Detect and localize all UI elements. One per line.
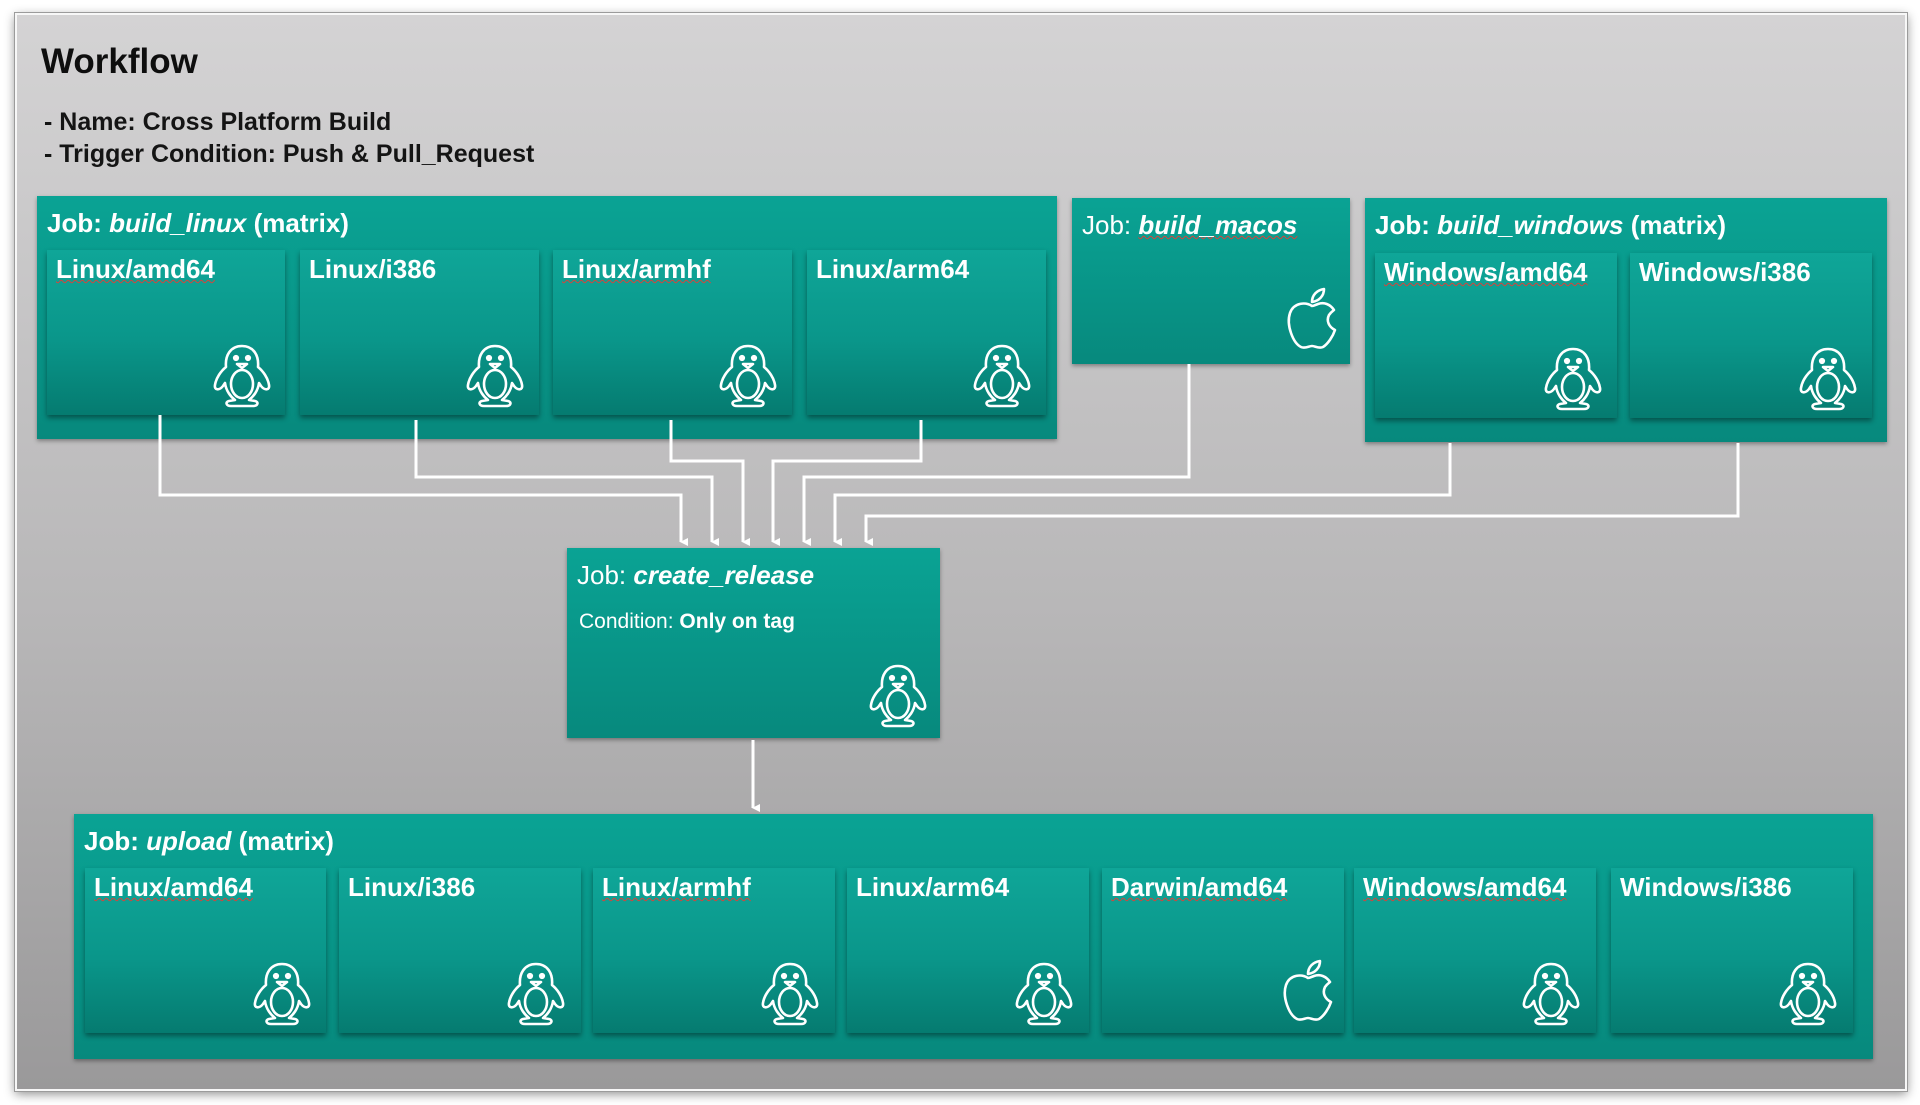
card-label: Linux/i386 bbox=[348, 872, 476, 902]
linux-penguin-icon bbox=[755, 958, 825, 1028]
linux-penguin-icon bbox=[713, 340, 783, 410]
apple-icon bbox=[1280, 958, 1336, 1024]
card-label: Linux/amd64 bbox=[56, 254, 215, 284]
linux-penguin-icon bbox=[863, 660, 933, 730]
linux-penguin-icon bbox=[1538, 343, 1608, 413]
linux-penguin-icon bbox=[1773, 958, 1843, 1028]
card-label: Linux/i386 bbox=[309, 254, 437, 284]
job-build-macos: Job: build_macos bbox=[1072, 198, 1350, 364]
connector-macos-to-release bbox=[802, 364, 1191, 546]
job-create-release: Job: create_release Condition: Only on t… bbox=[567, 548, 940, 738]
upload-linux-i386-card: Linux/i386 bbox=[339, 868, 581, 1033]
build-linux-arm64-card: Linux/arm64 bbox=[807, 250, 1046, 415]
connector-linux-i386-to-release bbox=[414, 420, 719, 546]
workflow-heading: Workflow bbox=[41, 42, 198, 81]
card-label: Linux/armhf bbox=[602, 872, 751, 902]
build-windows-i386-card: Windows/i386 bbox=[1630, 253, 1872, 418]
card-label: Windows/i386 bbox=[1639, 257, 1811, 287]
build-linux-amd64-card: Linux/amd64 bbox=[47, 250, 285, 415]
linux-penguin-icon bbox=[967, 340, 1037, 410]
condition-label: Condition: bbox=[579, 610, 674, 633]
upload-linux-armhf-card: Linux/armhf bbox=[593, 868, 835, 1033]
upload-darwin-amd64-card: Darwin/amd64 bbox=[1102, 868, 1344, 1033]
job-build-windows-title: Job: build_windows (matrix) bbox=[1375, 210, 1727, 240]
linux-penguin-icon bbox=[247, 958, 317, 1028]
card-label: Linux/arm64 bbox=[856, 872, 1010, 902]
linux-penguin-icon bbox=[1793, 343, 1863, 413]
job-create-release-title: Job: create_release bbox=[577, 560, 815, 590]
workflow-trigger: - Trigger Condition: Push & Pull_Request bbox=[44, 140, 535, 168]
card-label: Darwin/amd64 bbox=[1111, 872, 1288, 902]
workflow-name: - Name: Cross Platform Build bbox=[44, 108, 392, 136]
job-build-linux-title: Job: build_linux (matrix) bbox=[47, 208, 349, 238]
linux-penguin-icon bbox=[1516, 958, 1586, 1028]
create-release-condition: Condition: Only on tag bbox=[579, 610, 795, 634]
job-build-macos-title: Job: build_macos bbox=[1082, 210, 1298, 240]
connector-linux-armhf-to-release bbox=[669, 420, 750, 546]
job-build-linux: Job: build_linux (matrix) Linux/amd64 Li… bbox=[37, 196, 1057, 439]
linux-penguin-icon bbox=[207, 340, 277, 410]
upload-linux-arm64-card: Linux/arm64 bbox=[847, 868, 1089, 1033]
job-build-windows: Job: build_windows (matrix) Windows/amd6… bbox=[1365, 198, 1887, 442]
condition-value: Only on tag bbox=[679, 610, 795, 633]
connector-linux-arm64-to-release bbox=[771, 420, 923, 546]
card-label: Linux/arm64 bbox=[816, 254, 970, 284]
connector-linux-amd64-to-release bbox=[158, 415, 688, 546]
card-label: Linux/armhf bbox=[562, 254, 711, 284]
connector-windows-i386-to-release bbox=[864, 443, 1740, 546]
card-label: Windows/amd64 bbox=[1384, 257, 1588, 287]
linux-penguin-icon bbox=[1009, 958, 1079, 1028]
upload-windows-amd64-card: Windows/amd64 bbox=[1354, 868, 1596, 1033]
apple-icon bbox=[1284, 286, 1340, 352]
job-upload-title: Job: upload (matrix) bbox=[84, 826, 334, 856]
job-upload: Job: upload (matrix) Linux/amd64 Linux/i… bbox=[74, 814, 1873, 1059]
card-label: Linux/amd64 bbox=[94, 872, 253, 902]
build-linux-armhf-card: Linux/armhf bbox=[553, 250, 792, 415]
build-windows-amd64-card: Windows/amd64 bbox=[1375, 253, 1617, 418]
build-linux-i386-card: Linux/i386 bbox=[300, 250, 539, 415]
linux-penguin-icon bbox=[501, 958, 571, 1028]
card-label: Windows/i386 bbox=[1620, 872, 1792, 902]
connector-windows-amd64-to-release bbox=[833, 443, 1452, 546]
upload-windows-i386-card: Windows/i386 bbox=[1611, 868, 1853, 1033]
card-label: Windows/amd64 bbox=[1363, 872, 1567, 902]
upload-linux-amd64-card: Linux/amd64 bbox=[85, 868, 326, 1033]
linux-penguin-icon bbox=[460, 340, 530, 410]
